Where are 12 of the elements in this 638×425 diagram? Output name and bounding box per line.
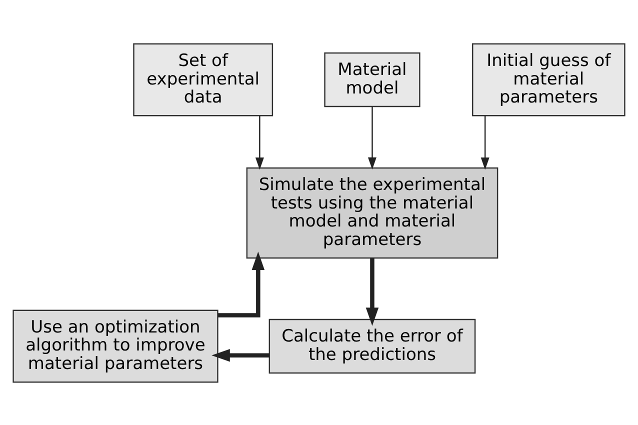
node-box: Simulate the experimental tests using the material model and material parameters	[246, 166, 498, 258]
arrow	[368, 106, 376, 170]
arrow	[218, 251, 265, 317]
node-box: Use an optimization algorithm to improve material parameters	[12, 309, 218, 382]
arrow	[255, 115, 264, 170]
node-box: Material model	[324, 52, 420, 107]
arrow	[212, 348, 270, 362]
node-box: Calculate the error of the predictions	[268, 318, 476, 374]
arrow	[480, 115, 490, 170]
node-box: Set of experimental data	[133, 42, 274, 116]
arrow	[366, 258, 379, 326]
node-box: Initial guess of material parameters	[472, 42, 626, 116]
